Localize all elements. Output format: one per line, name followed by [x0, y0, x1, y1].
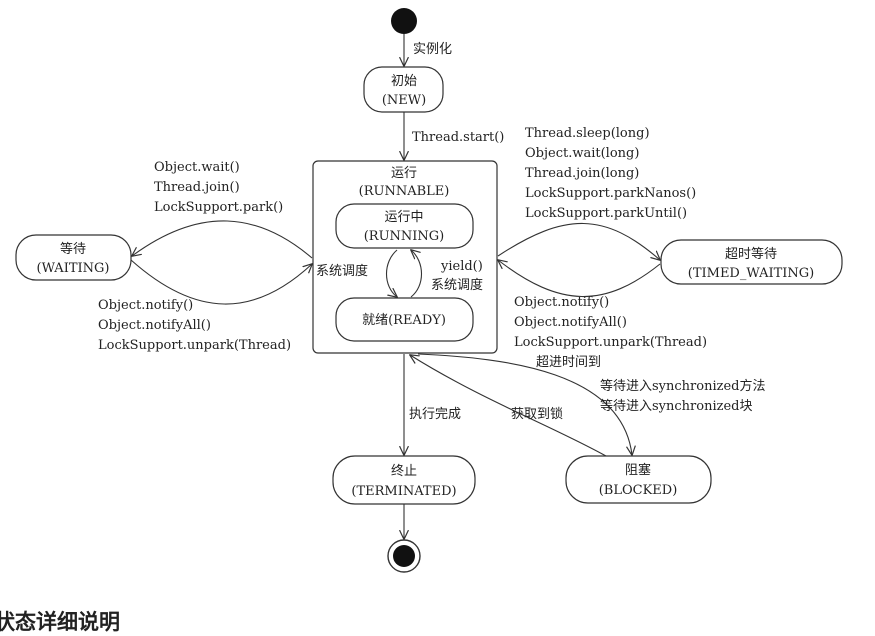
state-running-subtitle: (RUNNING) [364, 229, 445, 244]
edge-runnable-to-timed-waiting [497, 222, 660, 260]
state-waiting [15, 234, 132, 281]
edge-runnable-to-waiting [132, 220, 313, 259]
label-acquire-lock: 获取到锁 [511, 406, 563, 422]
edge-ready-to-running [411, 250, 423, 298]
edge-runnable-to-blocked [417, 353, 632, 455]
label-schedule: 系统调度 [316, 263, 368, 279]
label-timeout: 超进时间到 [536, 355, 601, 370]
label-to-waiting-1: Object.wait() [154, 160, 240, 175]
state-runnable-subtitle: (RUNNABLE) [359, 184, 450, 199]
state-new-subtitle: (NEW) [382, 93, 426, 108]
state-terminated-title: 终止 [391, 463, 417, 479]
state-timed-waiting [660, 239, 843, 285]
label-to-timed-4: LockSupport.parkNanos() [525, 186, 696, 201]
label-yield-schedule: 系统调度 [431, 277, 483, 293]
section-heading: 状态详细说明 [0, 610, 120, 634]
state-ready [335, 297, 474, 342]
state-ready-label: 就绪(READY) [362, 313, 446, 328]
label-from-waiting-2: Object.notifyAll() [98, 318, 211, 333]
label-from-timed-2: Object.notifyAll() [514, 315, 627, 330]
edge-running-to-ready [385, 249, 398, 297]
label-from-timed-3: LockSupport.unpark(Thread) [514, 335, 707, 350]
label-to-timed-2: Object.wait(long) [525, 146, 639, 161]
label-finish: 执行完成 [409, 407, 461, 422]
label-to-timed-1: Thread.sleep(long) [525, 126, 650, 141]
edge-waiting-to-runnable [130, 259, 312, 305]
state-timed-waiting-title: 超时等待 [725, 246, 777, 262]
edge-blocked-to-runnable [410, 355, 607, 457]
label-to-timed-5: LockSupport.parkUntil() [525, 206, 687, 221]
state-terminated-subtitle: (TERMINATED) [351, 484, 456, 499]
label-start: Thread.start() [412, 130, 504, 145]
state-timed-waiting-subtitle: (TIMED_WAITING) [688, 266, 814, 281]
label-to-timed-3: Thread.join(long) [525, 166, 639, 181]
state-running-title: 运行中 [384, 210, 423, 225]
end-node [387, 539, 421, 573]
state-waiting-subtitle: (WAITING) [37, 261, 110, 276]
edge-timed-waiting-to-runnable [498, 260, 661, 298]
label-to-waiting-2: Thread.join() [154, 180, 240, 195]
state-runnable-title: 运行 [391, 166, 417, 181]
label-to-waiting-3: LockSupport.park() [154, 200, 283, 215]
state-new-title: 初始 [391, 74, 417, 89]
state-blocked [565, 455, 712, 504]
label-from-waiting-3: LockSupport.unpark(Thread) [98, 338, 291, 353]
state-running [335, 203, 474, 249]
label-instantiate: 实例化 [413, 42, 452, 57]
label-to-blocked-1: 等待进入synchronized方法 [600, 378, 765, 394]
label-yield: yield() [440, 259, 483, 274]
label-from-timed-1: Object.notify() [514, 295, 609, 310]
state-blocked-title: 阻塞 [625, 462, 651, 478]
state-waiting-title: 等待 [60, 241, 86, 257]
label-to-blocked-2: 等待进入synchronized块 [600, 398, 752, 414]
start-node [391, 8, 417, 34]
state-blocked-subtitle: (BLOCKED) [599, 483, 678, 498]
label-from-waiting-1: Object.notify() [98, 298, 193, 313]
